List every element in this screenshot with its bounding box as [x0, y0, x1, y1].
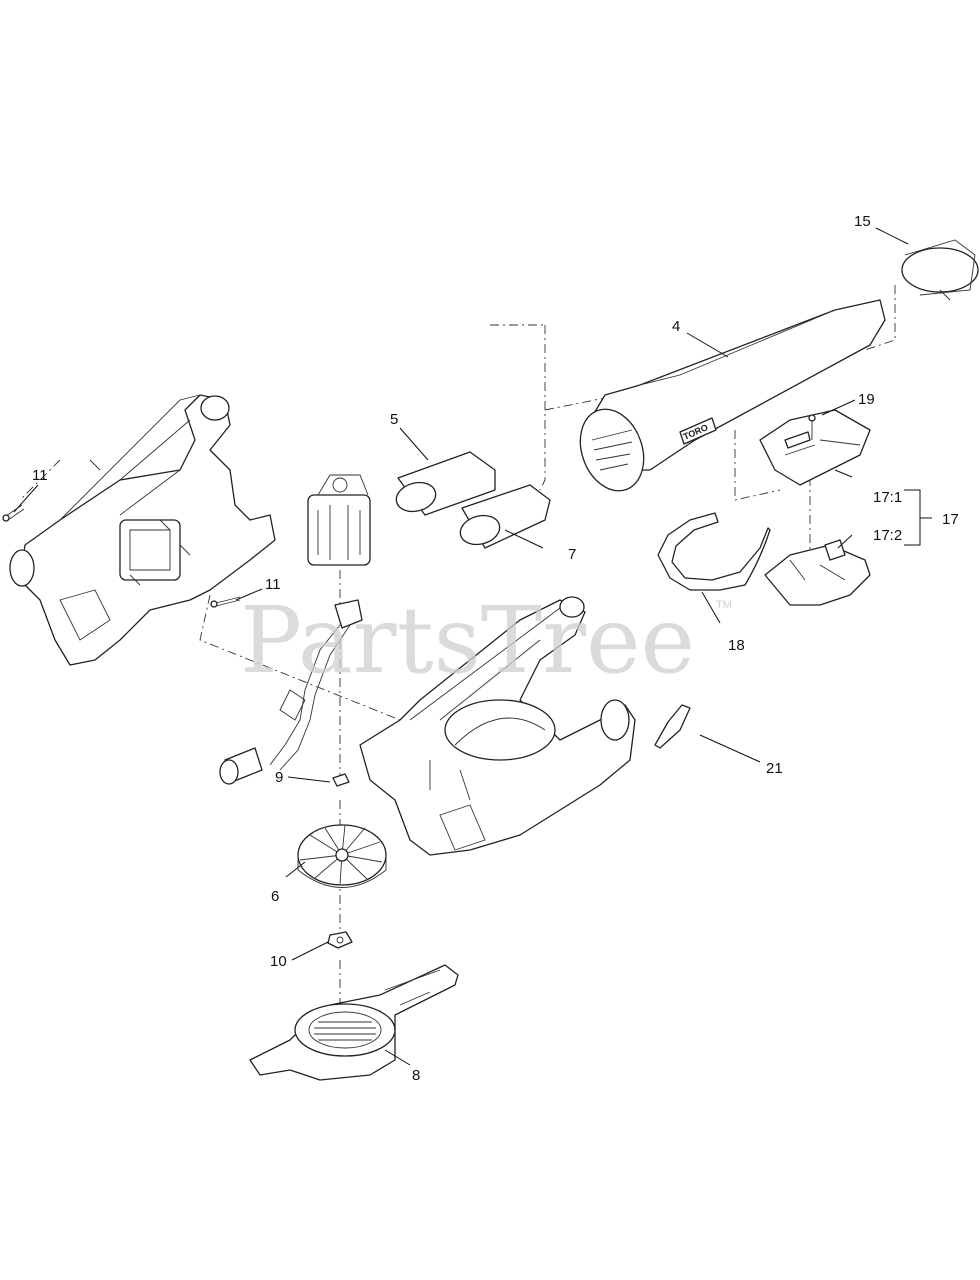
callout-labels: 15 4 5 7 19 17:1 17:2 17 18 21 11 11 6 9… [32, 213, 959, 1084]
nozzle-7 [459, 484, 551, 549]
callout-6: 6 [271, 888, 279, 905]
callout-18: 18 [728, 637, 745, 654]
callout-9: 9 [275, 769, 283, 786]
nut-9 [332, 773, 350, 787]
callout-5: 5 [390, 411, 398, 428]
callout-17: 17 [942, 511, 959, 528]
bottom-cover-8 [249, 964, 459, 1081]
callout-11-right: 11 [265, 576, 281, 593]
tube-retainer-15 [901, 239, 979, 301]
switch-cord-assembly [219, 599, 363, 785]
callout-11-left: 11 [32, 467, 48, 484]
callout-17-1: 17:1 [873, 489, 902, 506]
blower-tube-4 [579, 299, 886, 492]
right-housing-half [359, 596, 636, 856]
nozzle-5 [395, 451, 496, 516]
nut-10 [327, 931, 353, 949]
watermark-text: PartsTree [240, 587, 695, 694]
watermark: PartsTree TM [240, 587, 732, 694]
callout-17-2: 17:2 [873, 527, 902, 544]
screw-11-right [210, 596, 241, 608]
callout-8: 8 [412, 1067, 420, 1084]
callout-19: 19 [858, 391, 875, 408]
screw-19 [808, 414, 816, 440]
switch-base-17-2 [764, 539, 871, 606]
callout-21: 21 [766, 760, 783, 777]
screw-11-left [2, 504, 25, 522]
callout-15: 15 [854, 213, 871, 230]
switch-cover-17-1 [759, 409, 871, 486]
impeller-fan-6 [297, 824, 387, 888]
callout-10: 10 [270, 953, 287, 970]
watermark-tm: TM [716, 599, 732, 611]
callout-4: 4 [672, 318, 680, 335]
motor [307, 474, 371, 566]
left-housing-half [9, 394, 276, 666]
callout-7: 7 [568, 546, 576, 563]
hose-18 [657, 512, 771, 591]
wear-strip-21 [654, 704, 691, 749]
leader-lines [13, 227, 932, 1066]
